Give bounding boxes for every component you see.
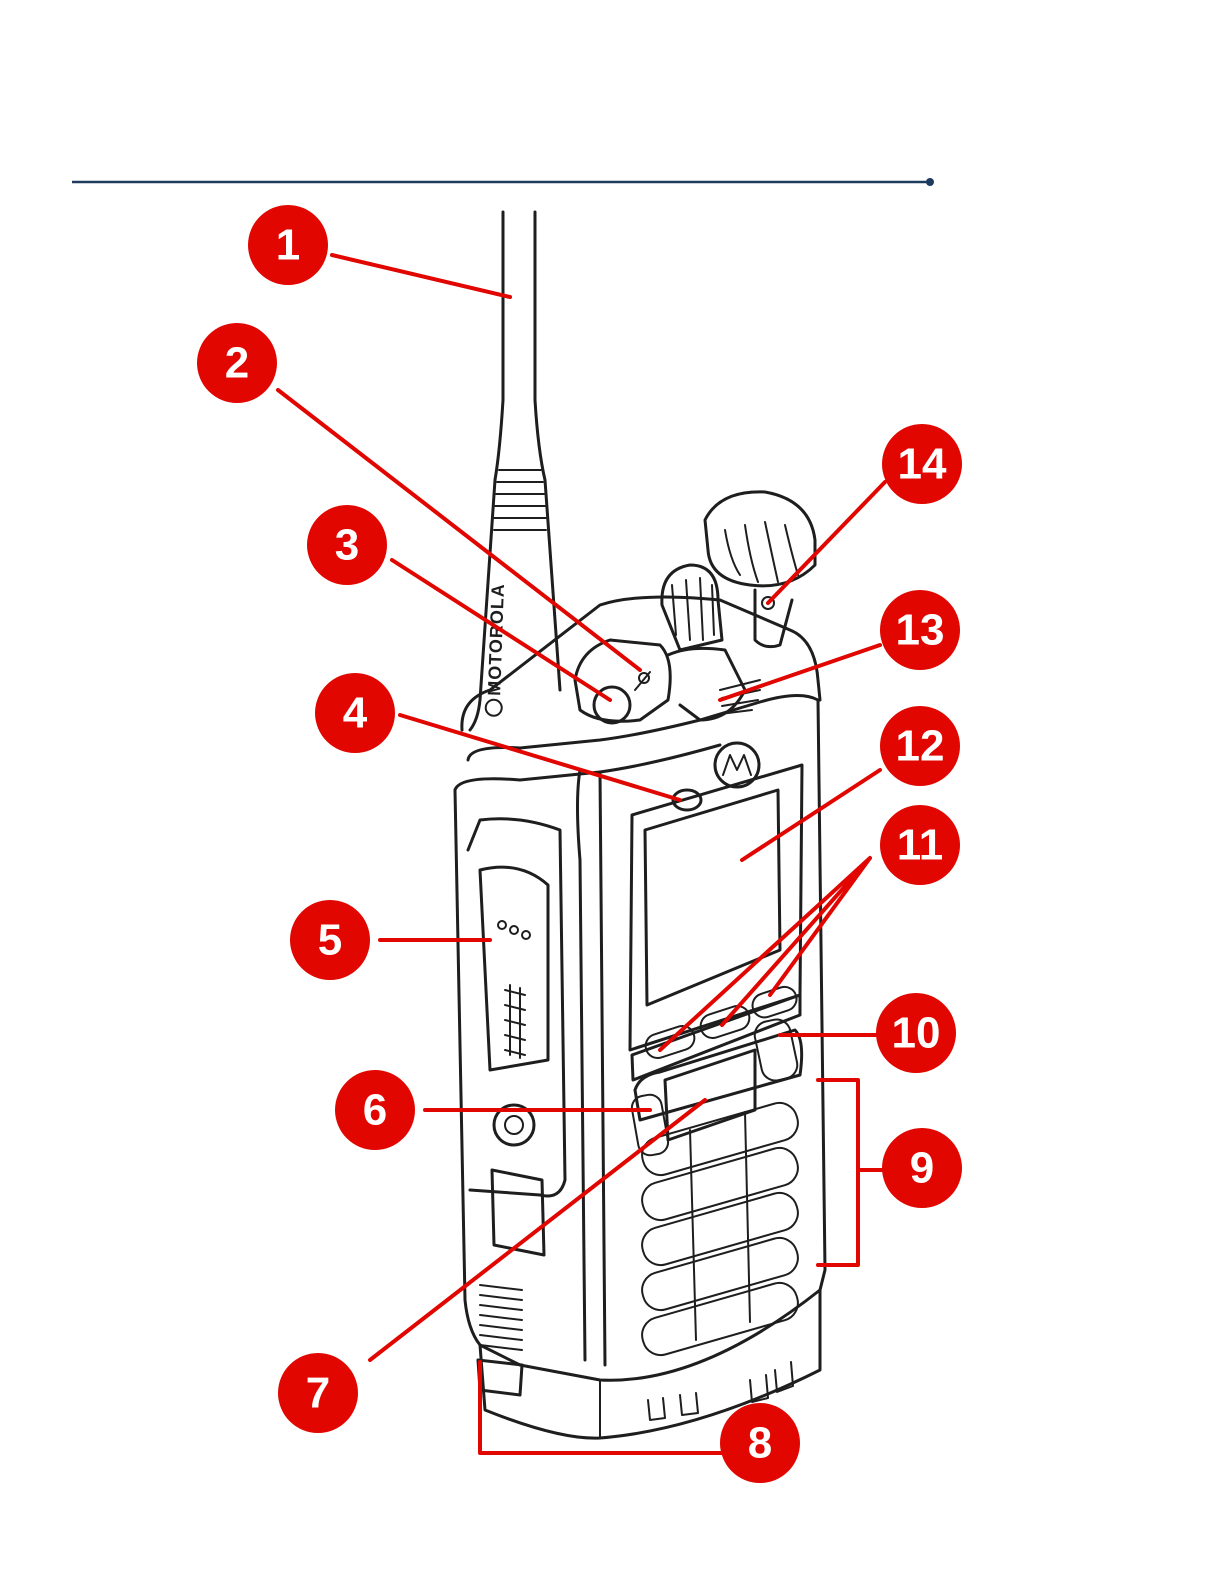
callout-number: 14	[898, 440, 947, 489]
callout-number: 8	[748, 1419, 772, 1468]
callout-number: 11	[897, 821, 944, 870]
antenna-logo: MOTOROLA	[483, 583, 508, 716]
callout-6: 6	[335, 1070, 415, 1150]
callout-number: 10	[892, 1009, 941, 1058]
leader-14	[768, 482, 885, 603]
display-screen	[630, 765, 802, 1050]
leader-4	[400, 715, 680, 800]
callout-number: 4	[343, 689, 368, 738]
callout-2: 2	[197, 323, 277, 403]
callout-number: 13	[896, 606, 945, 655]
leader-lines	[278, 255, 885, 1453]
callout-3: 3	[307, 505, 387, 585]
callout-5: 5	[290, 900, 370, 980]
callout-13: 13	[880, 590, 960, 670]
channel-knob	[662, 565, 760, 720]
leader-7	[370, 1100, 705, 1360]
callout-10: 10	[876, 993, 956, 1073]
callout-number: 3	[335, 521, 359, 570]
callout-number: 7	[306, 1369, 330, 1418]
callout-number: 12	[896, 722, 945, 771]
callout-7: 7	[278, 1353, 358, 1433]
clip-grip-dots	[505, 985, 525, 1058]
radio-illustration: MOTOROLA	[455, 212, 825, 1438]
side-clip	[468, 819, 565, 1255]
leader-12	[742, 770, 880, 860]
leader-13	[720, 645, 880, 700]
callout-number: 1	[276, 221, 300, 270]
callout-number: 9	[910, 1144, 934, 1193]
callout-number: 6	[363, 1086, 387, 1135]
callout-4: 4	[315, 673, 395, 753]
callout-number: 2	[225, 339, 249, 388]
callout-14: 14	[882, 424, 962, 504]
leader-9	[818, 1080, 882, 1265]
callout-11: 11	[880, 805, 960, 885]
callout-number: 5	[318, 916, 342, 965]
callout-8: 8	[720, 1403, 800, 1483]
header-rule	[72, 178, 934, 186]
top-housing	[455, 597, 820, 790]
callout-12: 12	[880, 706, 960, 786]
callout-1: 1	[248, 205, 328, 285]
leader-1	[332, 255, 510, 297]
callout-9: 9	[882, 1128, 962, 1208]
radio-body	[455, 700, 825, 1438]
